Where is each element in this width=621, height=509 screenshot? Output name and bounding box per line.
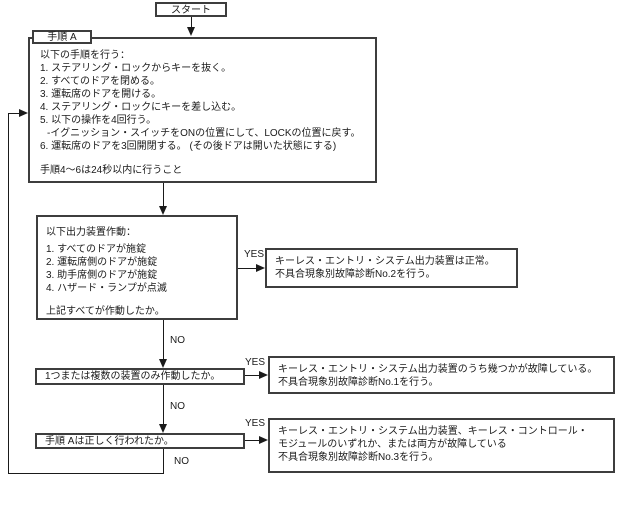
procedure-a-note: 手順4～6は24秒以内に行うこと — [40, 165, 183, 176]
result-box-fault: キーレス・エントリ・システム出力装置、キーレス・コントロール・ モジュールのいず… — [268, 418, 615, 473]
connector-a-to-check — [163, 183, 164, 206]
return-line-left — [8, 113, 9, 474]
yes-label-1: YES — [244, 249, 265, 260]
result-fault-line: 不具合現象別故障診断No.3を行う。 — [278, 452, 439, 463]
result-normal-line: キーレス・エントリ・システム出力装置は正常。 — [275, 256, 495, 267]
arrowhead-partial-yes — [259, 371, 268, 379]
start-label: スタート — [171, 5, 211, 16]
arrowhead-partial-no — [159, 424, 167, 433]
result-normal-line: 不具合現象別故障診断No.2を行う。 — [275, 269, 436, 280]
output-check-heading: 以下出力装置作動： — [46, 227, 136, 238]
connector-start-to-a — [191, 17, 192, 28]
connector-partial-no — [163, 385, 164, 424]
connector-partial-yes — [245, 375, 260, 376]
no-label-1: NO — [170, 335, 185, 346]
procedure-a-step: 5. 以下の操作を4回行う。 — [40, 115, 157, 126]
arrowhead-return-to-a — [19, 109, 28, 117]
output-check-question: 上記すべてが作動したか。 — [46, 306, 165, 317]
procedure-a-box: 以下の手順を行う： 1. ステアリング・ロックからキーを抜く。 2. すべてのド… — [28, 37, 377, 183]
decision-procedure-question: 手順 Aは正しく行われたか。 — [45, 435, 174, 447]
arrowhead-a-to-check — [159, 206, 167, 215]
result-box-normal: キーレス・エントリ・システム出力装置は正常。 不具合現象別故障診断No.2を行う… — [265, 248, 518, 288]
output-check-item: 4. ハザード・ランプが点滅 — [46, 283, 167, 294]
arrowhead-check-yes — [256, 264, 265, 272]
decision-partial-question: 1つまたは複数の装置のみ作動したか。 — [45, 371, 221, 382]
procedure-a-tag-label: 手順 A — [47, 32, 77, 43]
return-line-top — [8, 113, 20, 114]
yes-label-2: YES — [245, 357, 266, 368]
procedure-a-step: 4. ステアリング・ロックにキーを差し込む。 — [40, 102, 242, 113]
output-check-item: 1. すべてのドアが施錠 — [46, 244, 147, 255]
return-line-bottom — [8, 473, 164, 474]
yes-label-3: YES — [245, 418, 266, 429]
procedure-a-step: 3. 運転席のドアを開ける。 — [40, 89, 162, 100]
result-partial-line: 不具合現象別故障診断No.1を行う。 — [278, 377, 439, 388]
connector-check-no — [163, 320, 164, 359]
connector-check-yes — [238, 268, 257, 269]
output-check-box: 以下出力装置作動： 1. すべてのドアが施錠 2. 運転席側のドアが施錠 3. … — [36, 215, 238, 320]
result-partial-line: キーレス・エントリ・システム出力装置のうち幾つかが故障している。 — [278, 364, 598, 375]
connector-procedure-yes — [245, 440, 260, 441]
no-label-2: NO — [170, 401, 185, 412]
no-label-3: NO — [174, 456, 189, 467]
output-check-item: 2. 運転席側のドアが施錠 — [46, 257, 158, 268]
result-box-partial: キーレス・エントリ・システム出力装置のうち幾つかが故障している。 不具合現象別故… — [268, 356, 615, 394]
procedure-a-heading: 以下の手順を行う： — [40, 50, 130, 61]
return-line-down — [163, 449, 164, 473]
procedure-a-substep: -イグニッション・スイッチをONの位置にして、LOCKの位置に戻す。 — [47, 128, 361, 139]
procedure-a-step: 6. 運転席のドアを3回開閉する。 (その後ドアは開いた状態にする) — [40, 141, 337, 152]
procedure-a-tag: 手順 A — [32, 30, 92, 44]
decision-box-partial: 1つまたは複数の装置のみ作動したか。 — [35, 368, 245, 385]
output-check-item: 3. 助手席側のドアが施錠 — [46, 270, 158, 281]
procedure-a-step: 2. すべてのドアを閉める。 — [40, 76, 161, 87]
result-fault-line: キーレス・エントリ・システム出力装置、キーレス・コントロール・ — [278, 426, 588, 437]
decision-box-procedure: 手順 Aは正しく行われたか。 — [35, 433, 245, 449]
arrowhead-procedure-yes — [259, 436, 268, 444]
result-fault-line: モジュールのいずれか、または両方が故障している — [278, 439, 507, 450]
procedure-a-step: 1. ステアリング・ロックからキーを抜く。 — [40, 63, 232, 74]
arrowhead-check-no — [159, 359, 167, 368]
arrowhead-start-to-a — [187, 27, 195, 36]
start-node: スタート — [155, 2, 227, 17]
